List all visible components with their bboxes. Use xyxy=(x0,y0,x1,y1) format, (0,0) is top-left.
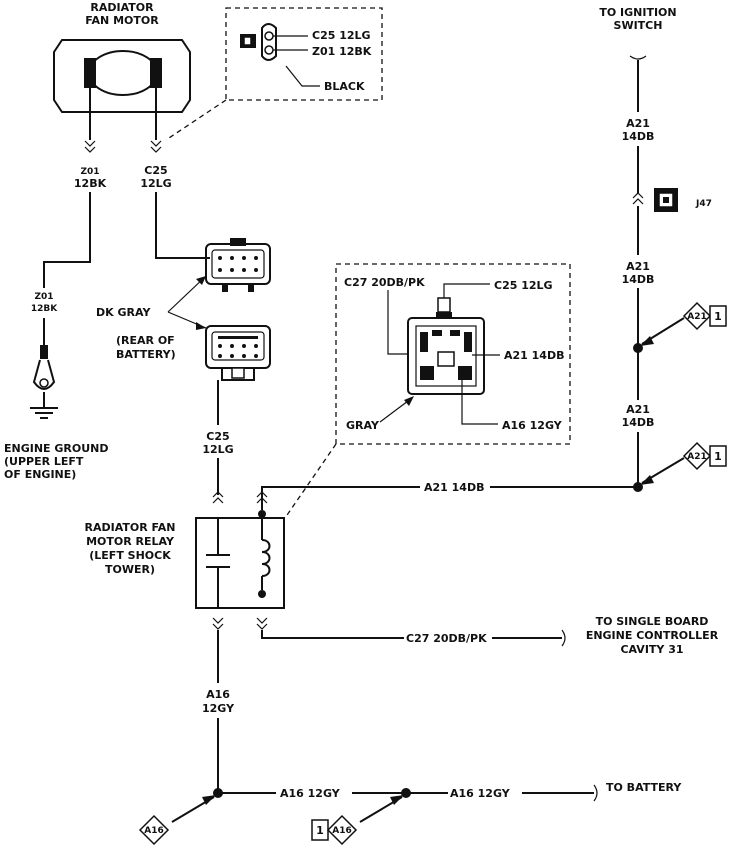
connector-detail-inset xyxy=(225,7,383,101)
conn-black-leader xyxy=(285,65,320,87)
fan-motor-body xyxy=(88,50,158,96)
j47-label: J47 xyxy=(695,199,712,209)
ignition-switch-label-line2: SWITCH xyxy=(614,19,663,32)
a16-horizontal-label-1: A16 12GY xyxy=(280,787,341,800)
relay-label-line2: MOTOR RELAY xyxy=(86,535,175,548)
harness-connector-lower xyxy=(205,325,271,381)
z01-lower-label-line2: 12BK xyxy=(31,304,58,314)
a21-low-label-line2: 14DB xyxy=(622,416,655,429)
relay-c27-connector xyxy=(256,617,268,630)
relay-box-c25-leader xyxy=(443,283,490,298)
a16-ref-left-tag: A16 xyxy=(138,814,170,846)
a21-ref1-code: A21 xyxy=(687,312,707,322)
fan-motor-connector-face xyxy=(240,23,277,61)
ground-eyelet xyxy=(32,345,56,408)
ignition-connector-symbol xyxy=(629,55,647,60)
c25-connector-symbol xyxy=(150,140,162,153)
radiator-fan-motor: RADIATOR FAN MOTOR xyxy=(53,1,191,113)
j47-connector-icon xyxy=(654,188,678,212)
a21-ref1-tag: A21 1 xyxy=(682,301,727,331)
sbec-label-line1: TO SINGLE BOARD xyxy=(596,615,709,628)
a21-ref2-page: 1 xyxy=(714,450,722,463)
z01-lower-label-line1: Z01 xyxy=(34,292,53,302)
rear-of-battery-label-line2: BATTERY) xyxy=(116,348,176,361)
a21-ref2-arrow xyxy=(640,475,654,485)
c25-lower-label-line2: 12LG xyxy=(202,443,233,456)
battery-connector-symbol xyxy=(593,784,598,802)
a21-ref1-arrow xyxy=(640,336,654,346)
a21-horizontal-label: A21 14DB xyxy=(424,481,484,494)
engine-ground-label-line3: OF ENGINE) xyxy=(4,468,76,481)
a21-low-label-line1: A21 xyxy=(626,403,650,416)
relay-box-gray-arrow xyxy=(404,396,414,406)
relay-box-a16-leader xyxy=(461,380,498,425)
a16-ref-left-arrow xyxy=(202,795,216,805)
ground-symbol xyxy=(30,407,58,419)
a21-mid-label-line1: A21 xyxy=(626,260,650,273)
ignition-switch-label-line1: TO IGNITION xyxy=(599,6,676,19)
relay-label-line1: RADIATOR FAN xyxy=(85,521,176,534)
fan-motor-title-line2: FAN MOTOR xyxy=(85,14,159,27)
sbec-label-line3: CAVITY 31 xyxy=(620,643,683,656)
relay-detail-inset xyxy=(335,263,571,445)
c27-horizontal-label: C27 20DB/PK xyxy=(406,632,487,645)
dk-gray-leader xyxy=(167,275,207,329)
relay-box-gray-label: GRAY xyxy=(346,419,380,432)
relay-connector-face xyxy=(407,297,485,395)
a16-ref-right-code: A16 xyxy=(332,826,352,836)
a21-mid-label-line2: 14DB xyxy=(622,273,655,286)
z01-wire-label-line2: 12BK xyxy=(74,177,107,190)
relay-label-line4: TOWER) xyxy=(105,563,155,576)
to-battery-label: TO BATTERY xyxy=(606,781,682,794)
z01-wire-label-line1: Z01 xyxy=(80,167,99,177)
fan-motor-title-line1: RADIATOR xyxy=(90,1,154,14)
rear-of-battery-label-line1: (REAR OF xyxy=(116,334,175,347)
sbec-label-line2: ENGINE CONTROLLER xyxy=(586,629,719,642)
dk-gray-arrow-down xyxy=(196,322,206,330)
a16-horizontal-label-2: A16 12GY xyxy=(450,787,511,800)
conn-c25-label: C25 12LG xyxy=(312,29,371,42)
inset-leader-relay xyxy=(284,443,337,519)
conn-z01-label: Z01 12BK xyxy=(312,45,372,58)
inset-leader-motor xyxy=(165,99,227,141)
harness-connector-upper xyxy=(205,238,271,292)
relay-box-a16-label: A16 12GY xyxy=(502,419,563,432)
c25-wire-label-line2: 12LG xyxy=(140,177,171,190)
z01-connector-symbol xyxy=(84,140,96,153)
dk-gray-label: DK GRAY xyxy=(96,306,151,319)
fan-motor-housing xyxy=(53,39,191,113)
a21-ref2-code: A21 xyxy=(687,452,707,462)
relay-c25-connector xyxy=(212,491,224,504)
engine-ground-label-line2: (UPPER LEFT xyxy=(4,455,84,468)
relay-box-c27-leader xyxy=(387,290,408,355)
a16-ref-left-code: A16 xyxy=(144,826,164,836)
j47-connector-symbol xyxy=(632,192,644,205)
relay-box-a21-label: A21 14DB xyxy=(504,349,564,362)
a16-ref-right-tag: 1 A16 xyxy=(311,814,358,846)
a21-top-label-line1: A21 xyxy=(626,117,650,130)
radiator-fan-motor-relay xyxy=(195,510,285,609)
engine-ground-label-line1: ENGINE GROUND xyxy=(4,442,109,455)
c25-wire-label-line1: C25 xyxy=(144,164,167,177)
relay-box-c25-label: C25 12LG xyxy=(494,279,553,292)
c27-wire xyxy=(261,630,404,639)
a21-relay-wire xyxy=(261,486,420,510)
a16-ref-right-arrow xyxy=(390,795,404,805)
a16-vertical-label-line1: A16 xyxy=(206,688,230,701)
a21-ref1-page: 1 xyxy=(714,310,722,323)
relay-label-line3: (LEFT SHOCK xyxy=(89,549,171,562)
conn-black-label: BLACK xyxy=(324,80,365,93)
z01-wire xyxy=(43,192,91,288)
sbec-connector-symbol xyxy=(561,629,566,647)
dk-gray-arrow-up xyxy=(196,276,206,285)
c25-lower-label-line1: C25 xyxy=(206,430,229,443)
c25-wire xyxy=(155,192,210,259)
a21-top-label-line2: 14DB xyxy=(622,130,655,143)
relay-box-c27-label: C27 20DB/PK xyxy=(344,276,425,289)
a21-ref2-tag: A21 1 xyxy=(682,441,727,471)
relay-a16-connector xyxy=(212,617,224,630)
a16-vertical-label-line2: 12GY xyxy=(202,702,235,715)
a16-ref-right-page: 1 xyxy=(316,824,324,837)
